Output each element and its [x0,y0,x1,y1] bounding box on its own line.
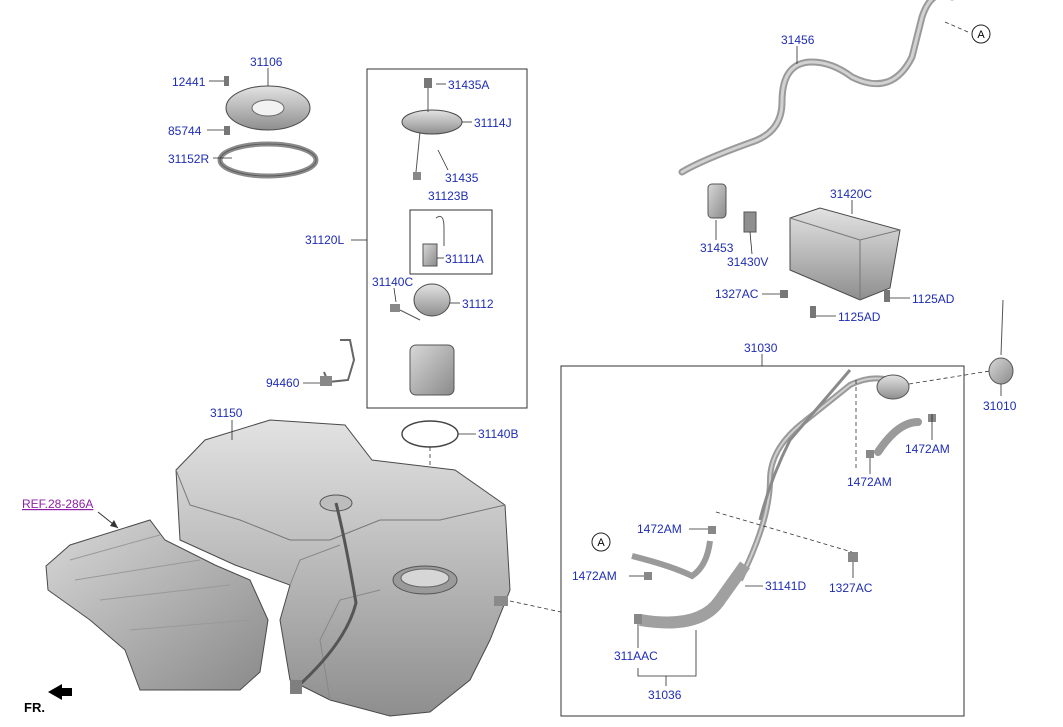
label-31150[interactable]: 31150 [210,406,243,420]
front-direction-indicator [48,684,72,700]
clamp-1472am-lower[interactable] [644,572,652,580]
label-31030[interactable]: 31030 [744,341,778,355]
marker-a-left: A [591,532,611,552]
label-85744[interactable]: 85744 [168,124,202,138]
pump-31111a[interactable] [422,243,438,267]
label-31010[interactable]: 31010 [983,399,1017,413]
nut-1327ac-bottom[interactable] [848,552,858,562]
pump-plate-group [207,68,319,179]
label-31420c[interactable]: 31420C [830,187,872,201]
seal-ring-31140b[interactable] [401,420,459,448]
bolt-85744[interactable] [224,126,230,135]
fuel-tank-31150[interactable] [175,419,511,717]
label-1472am-lower[interactable]: 1472AM [572,569,617,583]
filler-neck-frame [560,365,965,717]
breather-hose-upper[interactable] [874,418,922,456]
label-1327ac-top[interactable]: 1327AC [715,287,759,301]
valve-31453[interactable] [707,183,727,219]
hose-31141d[interactable] [639,561,750,629]
label-31111a[interactable]: 31111A [445,252,484,266]
pump-module-parts [351,78,472,396]
label-31435a[interactable]: 31435A [448,78,489,92]
fuel-door-31010[interactable] [988,357,1014,385]
label-31123b[interactable]: 31123B [428,189,468,203]
vent-hose-31456[interactable] [678,0,969,176]
label-1472am-upper[interactable]: 1472AM [637,522,682,536]
label-94460[interactable]: 94460 [266,376,300,390]
label-31141d[interactable]: 31141D [765,579,806,593]
clamp-1472am-upper[interactable] [708,526,716,534]
label-31120l[interactable]: 31120L [305,233,344,247]
clamp-311aac[interactable] [634,614,642,624]
bolt-1125ad-right[interactable] [884,290,890,302]
part-labels: 31106 12441 85744 31152R 31435A 31114J 3… [22,33,1017,715]
label-31140b[interactable]: 31140B [478,427,518,441]
breather-hose-lower[interactable] [631,540,713,580]
label-31152r[interactable]: 31152R [168,152,209,166]
label-1472am-mid[interactable]: 1472AM [847,475,892,489]
label-31430v[interactable]: 31430V [727,255,768,269]
nut-1327ac-top[interactable] [780,290,788,298]
marker-a-top: A [971,24,991,44]
screw-12441[interactable] [224,76,229,86]
sensor-bracket-94460[interactable] [303,339,356,386]
label-1327ac-bottom[interactable]: 1327AC [829,581,873,595]
label-311aac[interactable]: 311AAC [614,649,658,663]
front-arrow-icon [48,684,72,700]
ref-link-heat-shield[interactable]: REF.28-286A [22,497,93,511]
filler-head[interactable] [876,374,910,400]
filter-31112[interactable] [413,283,451,317]
label-31435[interactable]: 31435 [445,171,479,185]
pump-module-frame [366,68,528,409]
canister-31420c[interactable] [707,183,910,318]
heat-shield[interactable] [45,511,269,691]
label-31456[interactable]: 31456 [781,33,815,47]
bolt-1125ad-bottom[interactable] [810,306,816,318]
marker-a-left-text: A [597,537,605,549]
valve-31430v[interactable] [743,211,757,233]
label-31114j[interactable]: 31114J [474,116,512,130]
label-12441[interactable]: 12441 [172,75,206,89]
front-label: FR. [24,700,45,715]
label-1472am-right[interactable]: 1472AM [905,442,950,456]
label-31140c[interactable]: 31140C [372,275,413,289]
filler-neck-parts [509,299,1014,686]
label-31453[interactable]: 31453 [700,241,734,255]
pump-flange-31114j[interactable] [401,109,463,135]
pump-sub-frame-31123b [409,209,493,275]
label-1125ad-bottom[interactable]: 1125AD [838,310,881,324]
label-1125ad-right[interactable]: 1125AD [912,292,955,306]
marker-a-top-text: A [977,29,985,41]
label-31036[interactable]: 31036 [648,688,682,702]
label-31112[interactable]: 31112 [462,297,494,311]
label-31106[interactable]: 31106 [250,55,283,69]
clamp-1472am-mid[interactable] [866,450,874,458]
pump-reservoir[interactable] [409,344,455,396]
